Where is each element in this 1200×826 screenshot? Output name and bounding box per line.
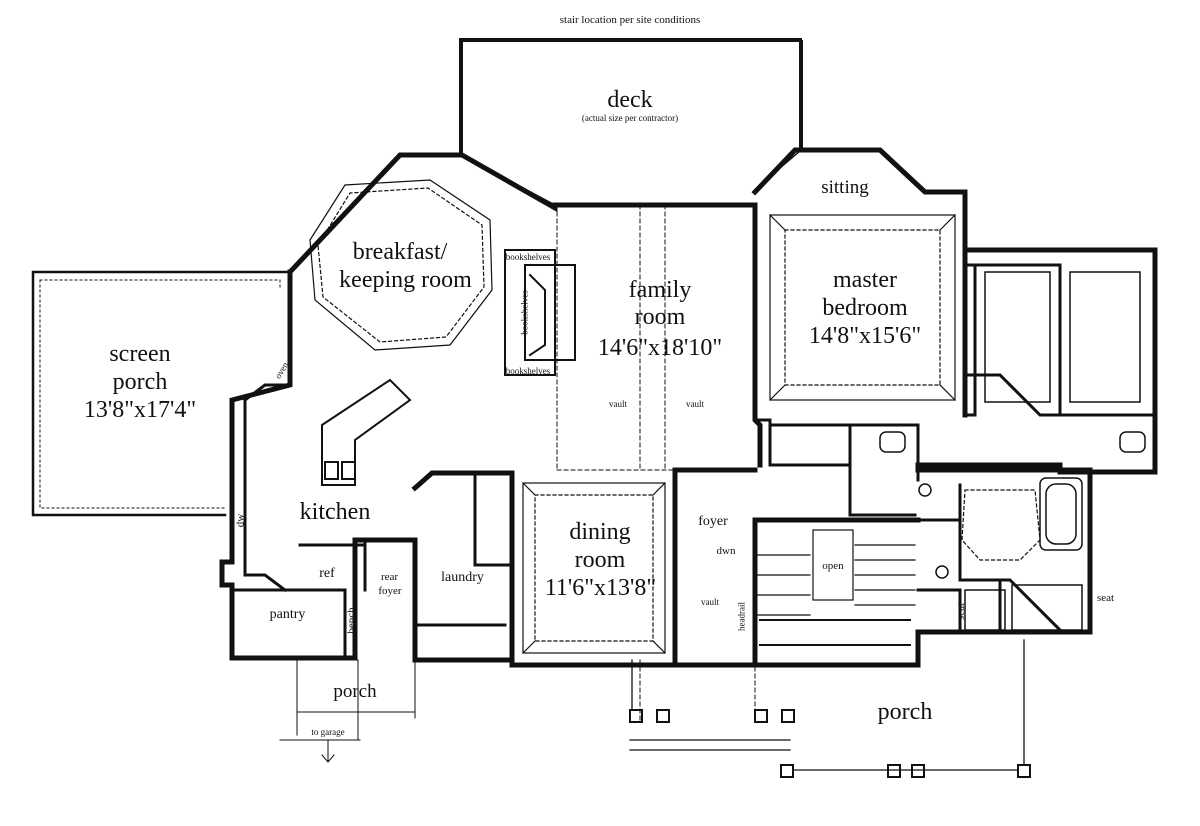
bench-label: bench [345,607,358,634]
vault-lines [556,204,756,721]
screen-porch-dimensions: 13'8"x17'4" [83,397,197,423]
sitting-label: sitting [821,177,869,198]
dining-label-1: dining [569,519,631,545]
bookshelves-label-bottom: bookshelves [505,366,551,376]
dining-label-2: room [574,547,626,573]
interior-walls [230,263,1157,660]
front-porch-label: porch [877,699,933,725]
deck-label: deck [607,87,653,113]
bookshelves-label-side: bookshelves [519,290,530,335]
screen-porch-outline [31,270,292,517]
kitchen-label: kitchen [299,499,371,525]
screen-porch-label-1: screen [109,341,171,367]
open-label: open [822,560,844,572]
family-dimensions: 14'6"x18'10" [597,335,723,361]
seat-label-shower: seat [955,602,967,621]
dining-dimensions: 11'6"x13'8" [544,575,657,601]
master-label-1: master [833,267,897,293]
stair-note: stair location per site conditions [559,14,701,26]
master-label-2: bedroom [822,295,908,321]
family-label-2: room [634,304,686,330]
vault-label-right: vault [686,399,704,409]
breakfast-label-1: breakfast/ [352,239,448,265]
vault-label-left: vault [609,399,627,409]
rear-foyer-label-2: foyer [378,585,402,597]
to-garage-note: to garage [311,727,345,737]
dw-label: dw [234,513,247,528]
ref-label: ref [319,566,335,581]
deck-base [459,148,803,207]
front-porch-outline [629,639,1025,771]
fireplace [504,249,576,376]
seat-label-right: seat [1096,592,1115,604]
rear-foyer-label-1: rear [380,571,399,583]
headrail-label: headrail [736,602,747,631]
rear-porch-label: porch [333,681,377,702]
bookshelves-label-top: bookshelves [505,252,551,262]
bath-fixtures [879,271,1146,631]
master-dimensions: 14'8"x15'6" [808,323,922,349]
laundry-label: laundry [441,570,484,585]
screen-porch-label-2: porch [112,369,168,395]
deck-note: (actual size per contractor) [581,113,679,123]
porch-columns [629,709,1031,778]
pantry-label: pantry [269,607,306,622]
garage-arrow [321,739,335,763]
family-label-1: family [628,277,692,303]
deck-outline [459,38,803,157]
kitchen-island [321,378,412,486]
rear-porch-outline [279,659,416,741]
breakfast-label-2: keeping room [339,267,472,293]
vault-label-foyer: vault [701,597,719,607]
foyer-label: foyer [698,514,728,529]
dwn-label: dwn [716,545,736,557]
stairs [754,529,916,646]
tray-ceilings [309,179,1041,654]
